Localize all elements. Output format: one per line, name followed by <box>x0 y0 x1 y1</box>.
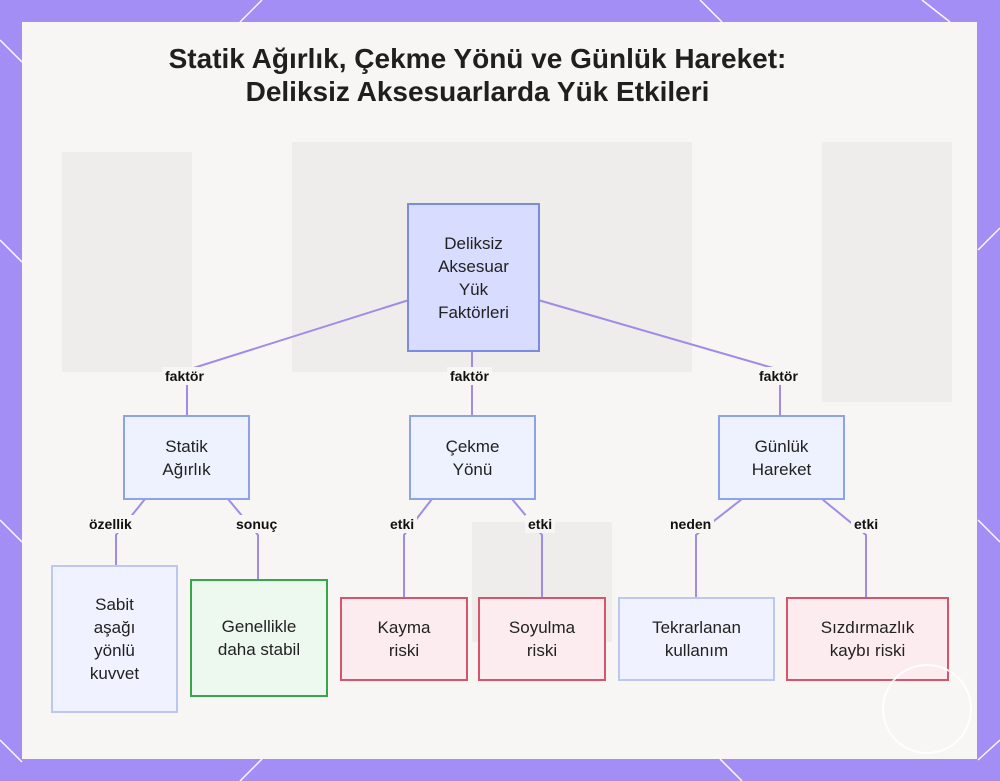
edge-label-pull-slip: etki <box>387 515 418 533</box>
edge-label-static-stable: sonuç <box>233 515 281 533</box>
node-pull-direction: Çekme Yönü <box>409 415 536 500</box>
node-root: Deliksiz Aksesuar Yük Faktörleri <box>407 203 540 352</box>
edge-label-root-daily: faktör <box>756 367 801 385</box>
edge-root-daily <box>537 299 781 415</box>
node-peel-risk-label: Soyulma riski <box>508 618 576 660</box>
edge-pull-slip <box>403 498 433 597</box>
node-repeated-use: Tekrarlanan kullanım <box>618 597 775 681</box>
edge-label-root-pull: faktör <box>447 367 492 385</box>
node-daily-movement-label: Günlük Hareket <box>751 436 812 479</box>
node-generally-stable-label: Genellikle daha stabil <box>217 617 301 659</box>
node-pull-direction-label: Çekme Yönü <box>445 436 500 479</box>
edge-daily-seal <box>821 498 867 597</box>
node-repeated-use-label: Tekrarlanan kullanım <box>652 618 741 660</box>
edge-label-root-static: faktör <box>162 367 207 385</box>
node-slip-risk-label: Kayma riski <box>377 618 431 660</box>
node-static-weight-label: Statik Ağırlık <box>162 436 211 479</box>
edge-label-pull-peel: etki <box>525 515 556 533</box>
node-fixed-downward-force-label: Sabit aşağı yönlü kuvvet <box>89 595 140 683</box>
node-slip-risk: Kayma riski <box>340 597 468 681</box>
node-seal-loss-risk-label: Sızdırmazlık kaybı riski <box>820 618 915 660</box>
edge-static-stable <box>227 498 259 579</box>
node-peel-risk: Soyulma riski <box>478 597 606 681</box>
watermark-logo-icon <box>882 664 972 754</box>
diagram-title: Statik Ağırlık, Çekme Yönü ve Günlük Har… <box>168 43 787 107</box>
edge-label-daily-repeat: neden <box>667 515 715 533</box>
edge-label-daily-seal: etki <box>851 515 882 533</box>
node-static-weight: Statik Ağırlık <box>123 415 250 500</box>
node-generally-stable: Genellikle daha stabil <box>190 579 328 697</box>
edge-static-fixed <box>115 498 146 565</box>
edge-root-static <box>186 299 410 415</box>
node-fixed-downward-force: Sabit aşağı yönlü kuvvet <box>51 565 178 713</box>
node-daily-movement: Günlük Hareket <box>718 415 845 500</box>
edge-pull-peel <box>511 498 543 597</box>
edge-daily-repeat <box>695 498 743 597</box>
edge-label-static-fixed: özellik <box>86 515 135 533</box>
node-root-label: Deliksiz Aksesuar Yük Faktörleri <box>438 233 509 322</box>
